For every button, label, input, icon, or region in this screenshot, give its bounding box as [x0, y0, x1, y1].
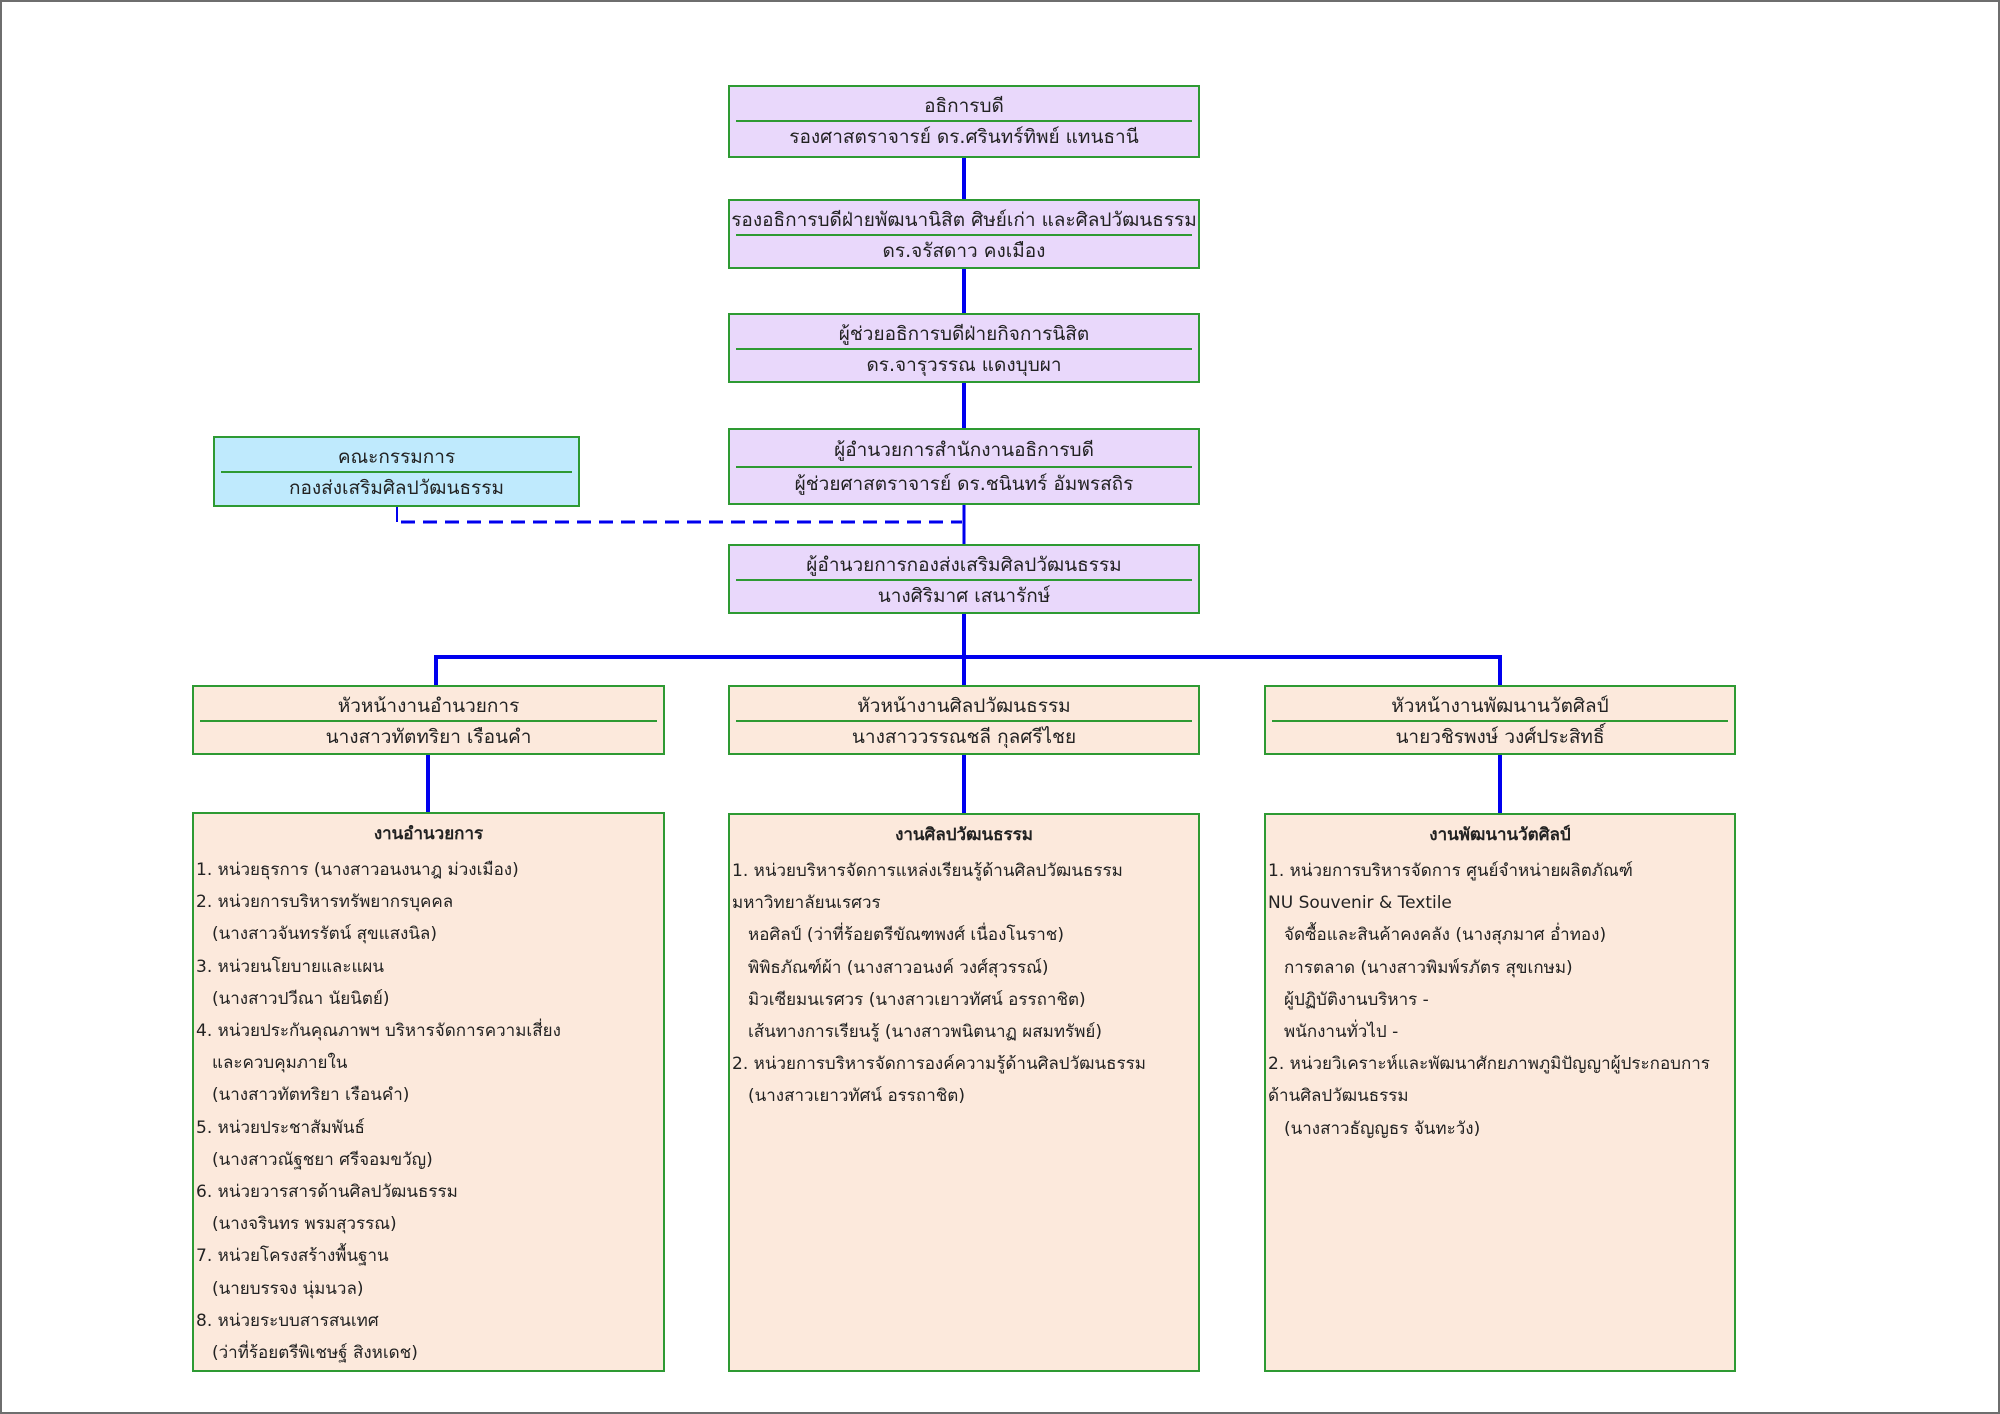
unit-line: 3. หน่วยนโยบายและแผน	[196, 956, 385, 977]
unit-line: 2. หน่วยการบริหารทรัพยากรบุคคล	[196, 892, 454, 913]
unit-line: (ว่าที่ร้อยตรีพิเชษฐ์ สิงหเดช)	[212, 1343, 418, 1364]
divider	[736, 720, 1192, 722]
unit-line: (นางสาวจันทรรัตน์ สุขแสงนิล)	[212, 924, 437, 945]
divider	[736, 466, 1192, 468]
unit-line: จัดซื้อและสินค้าคงคลัง (นางสุภมาศ อ่ำทอง…	[1284, 925, 1607, 946]
node-name: ดร.จรัสดาว คงเมือง	[882, 240, 1046, 262]
section-lines: 1. หน่วยบริหารจัดการแหล่งเรียนรู้ด้านศิล…	[730, 855, 1198, 1113]
divider	[1272, 720, 1728, 722]
divider	[200, 720, 657, 722]
unit-line: 1. หน่วยธุรการ (นางสาวอนงนาฎ ม่วงเมือง)	[196, 860, 519, 880]
node-name: ผู้ช่วยศาสตราจารย์ ดร.ชนินทร์ อัมพรสถิร	[794, 473, 1134, 495]
unit-line: มิวเซียมนเรศวร (นางสาวเยาวทัศน์ อรรถาชิต…	[748, 989, 1086, 1010]
node-office-director: ผู้อำนวยการสำนักงานอธิการบดี ผู้ช่วยศาสต…	[728, 428, 1200, 505]
node-head-innovation: หัวหน้างานพัฒนานวัตศิลป์ นายวชิรพงษ์ วงศ…	[1264, 685, 1736, 755]
divider	[736, 120, 1192, 122]
unit-line: 2. หน่วยการบริหารจัดการองค์ความรู้ด้านศิ…	[732, 1054, 1146, 1075]
node-title: อธิการบดี	[924, 95, 1004, 117]
node-title: รองอธิการบดีฝ่ายพัฒนานิสิต ศิษย์เก่า และ…	[731, 209, 1197, 231]
node-name: กองส่งเสริมศิลปวัฒนธรรม	[288, 477, 504, 499]
divider	[736, 579, 1192, 581]
node-title: คณะกรรมการ	[337, 446, 456, 468]
unit-line: และควบคุมภายใน	[212, 1053, 348, 1074]
divider	[736, 348, 1192, 350]
unit-line: (นางสาวเยาวทัศน์ อรรถาชิต)	[748, 1086, 965, 1107]
unit-line: 1. หน่วยบริหารจัดการแหล่งเรียนรู้ด้านศิล…	[732, 861, 1123, 881]
section-admin-detail: งานอำนวยการ 1. หน่วยธุรการ (นางสาวอนงนาฎ…	[192, 812, 665, 1372]
unit-line: มหาวิทยาลัยนเรศวร	[732, 893, 881, 914]
node-name: นางศิริมาศ เสนารักษ์	[877, 585, 1051, 607]
node-title: หัวหน้างานศิลปวัฒนธรรม	[857, 695, 1071, 717]
node-committee: คณะกรรมการ กองส่งเสริมศิลปวัฒนธรรม	[213, 436, 580, 507]
unit-line: พนักงานทั่วไป -	[1284, 1022, 1399, 1043]
section-title: งานพัฒนานวัตศิลป์	[1429, 825, 1571, 845]
section-title: งานศิลปวัฒนธรรม	[895, 825, 1033, 845]
unit-line: (นางสาวธัญญธร จันทะวัง)	[1284, 1118, 1481, 1139]
node-head-culture: หัวหน้างานศิลปวัฒนธรรม นางสาววรรณชลี กุล…	[728, 685, 1200, 755]
node-name: นางสาวทัตทริยา เรือนคำ	[325, 726, 532, 748]
unit-line: (นางสาวณัฐชยา ศรีจอมขวัญ)	[212, 1149, 433, 1170]
node-name: นายวชิรพงษ์ วงศ์ประสิทธิ์	[1395, 726, 1605, 748]
unit-line: (นางจรินทร พรมสุวรรณ)	[212, 1214, 397, 1235]
unit-line: 8. หน่วยระบบสารสนเทศ	[196, 1310, 379, 1331]
node-name: นางสาววรรณชลี กุลศรีไชย	[851, 726, 1077, 748]
unit-line: NU Souvenir & Textile	[1268, 893, 1452, 914]
unit-line: พิพิธภัณฑ์ผ้า (นางสาวอนงค์ วงศ์สุวรรณ์)	[748, 957, 1049, 978]
unit-line: (นางสาวปวีณา นัยนิตย์)	[212, 988, 390, 1009]
node-title: ผู้อำนวยการกองส่งเสริมศิลปวัฒนธรรม	[806, 554, 1122, 576]
unit-line: ด้านศิลปวัฒนธรรม	[1268, 1086, 1409, 1107]
node-name: ดร.จารุวรรณ แดงบุบผา	[866, 354, 1062, 376]
node-title: หัวหน้างานอำนวยการ	[337, 695, 520, 717]
node-vice-president: รองอธิการบดีฝ่ายพัฒนานิสิต ศิษย์เก่า และ…	[728, 199, 1200, 269]
unit-line: 1. หน่วยการบริหารจัดการ ศูนย์จำหน่ายผลิต…	[1268, 861, 1633, 881]
section-title: งานอำนวยการ	[373, 824, 484, 844]
section-lines: 1. หน่วยการบริหารจัดการ ศูนย์จำหน่ายผลิต…	[1266, 855, 1734, 1145]
node-head-admin: หัวหน้างานอำนวยการ นางสาวทัตทริยา เรือนค…	[192, 685, 665, 755]
unit-line: ผู้ปฏิบัติงานบริหาร -	[1284, 989, 1429, 1010]
unit-line: เส้นทางการเรียนรู้ (นางสาวพนิตนาฏ ผสมทรั…	[748, 1022, 1102, 1043]
node-title: ผู้อำนวยการสำนักงานอธิการบดี	[834, 439, 1094, 461]
section-innovation-detail: งานพัฒนานวัตศิลป์ 1. หน่วยการบริหารจัดกา…	[1264, 813, 1736, 1372]
unit-line: 7. หน่วยโครงสร้างพื้นฐาน	[196, 1246, 389, 1267]
divider	[736, 234, 1192, 236]
node-name: รองศาสตราจารย์ ดร.ศรินทร์ทิพย์ แทนธานี	[789, 126, 1139, 148]
unit-line: หอศิลป์ (ว่าที่ร้อยตรีขัณฑพงศ์ เนื่องโนร…	[748, 925, 1064, 946]
unit-line: การตลาด (นางสาวพิมพ์รภัตร สุขเกษม)	[1284, 957, 1573, 978]
node-title: หัวหน้างานพัฒนานวัตศิลป์	[1391, 695, 1609, 717]
unit-line: (นางสาวทัตทริยา เรือนคำ)	[212, 1085, 410, 1106]
unit-line: 5. หน่วยประชาสัมพันธ์	[196, 1117, 365, 1138]
connector-bus-horizontal	[434, 655, 1502, 686]
section-culture-detail: งานศิลปวัฒนธรรม 1. หน่วยบริหารจัดการแหล่…	[728, 813, 1200, 1372]
node-division-director: ผู้อำนวยการกองส่งเสริมศิลปวัฒนธรรม นางศิ…	[728, 544, 1200, 614]
node-president: อธิการบดี รองศาสตราจารย์ ดร.ศรินทร์ทิพย์…	[728, 85, 1200, 158]
divider	[221, 471, 572, 473]
node-title: ผู้ช่วยอธิการบดีฝ่ายกิจการนิสิต	[838, 323, 1090, 345]
section-lines: 1. หน่วยธุรการ (นางสาวอนงนาฎ ม่วงเมือง) 2…	[194, 854, 663, 1369]
unit-line: (นายบรรจง นุ่มนวล)	[212, 1278, 364, 1299]
node-assistant-president: ผู้ช่วยอธิการบดีฝ่ายกิจการนิสิต ดร.จารุว…	[728, 313, 1200, 383]
unit-line: 4. หน่วยประกันคุณภาพฯ บริหารจัดการความเส…	[196, 1021, 561, 1042]
unit-line: 6. หน่วยวารสารด้านศิลปวัฒนธรรม	[196, 1182, 458, 1203]
unit-line: 2. หน่วยวิเคราะห์และพัฒนาศักยภาพภูมิปัญญ…	[1268, 1054, 1710, 1075]
